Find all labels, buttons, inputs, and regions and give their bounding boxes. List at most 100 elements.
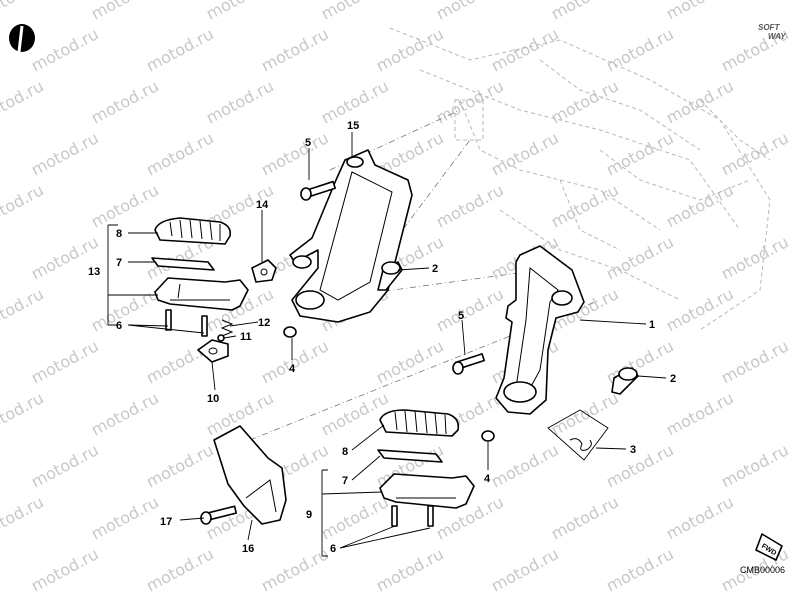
part-17-bolt <box>200 505 238 525</box>
watermark-text: motod.ru <box>203 0 277 24</box>
callout-8-upper: 8 <box>116 228 122 240</box>
watermark-text: motod.ru <box>0 284 47 335</box>
watermark-text: motod.ru <box>203 76 277 127</box>
brand-mark-icon <box>9 24 35 53</box>
watermark-text: motod.ru <box>0 0 47 24</box>
watermark-text: motod.ru <box>258 544 332 595</box>
watermark-text: motod.ru <box>28 336 102 387</box>
watermark-text: motod.ru <box>143 128 217 179</box>
part-1-passenger-footrest-bracket <box>495 245 585 415</box>
part-5-bolt-lower <box>452 353 486 375</box>
callout-17: 17 <box>160 516 172 528</box>
callout-2-lower: 2 <box>670 373 676 385</box>
watermark-text: motod.ru <box>258 24 332 75</box>
part-2-pin-upper <box>377 261 403 291</box>
part-12-spring <box>220 319 234 337</box>
callout-10: 10 <box>207 393 219 405</box>
watermark-text: motod.ru <box>88 284 162 335</box>
callout-9: 9 <box>306 509 312 521</box>
watermark-text: motod.ru <box>603 24 677 75</box>
callout-4-upper: 4 <box>289 363 296 375</box>
watermark-text: motod.ru <box>663 388 737 439</box>
watermark-text: motod.ru <box>88 0 162 24</box>
rider-footpeg-assembly <box>151 217 249 311</box>
watermark-text: motod.ru <box>373 24 447 75</box>
watermark-text: motod.ru <box>548 492 622 543</box>
watermark-text: motod.ru <box>143 440 217 491</box>
watermark-text: motod.ru <box>318 0 392 24</box>
part-16-heel-guard <box>213 425 287 525</box>
watermark-text: motod.ru <box>28 544 102 595</box>
logo-line-2: WAY <box>768 32 786 41</box>
watermark-text: motod.ru <box>718 232 792 283</box>
watermark-text: motod.ru <box>88 492 162 543</box>
watermark-text: motod.ru <box>258 336 332 387</box>
watermark-text: motod.ru <box>548 0 622 24</box>
watermark-text: motod.ru <box>603 544 677 595</box>
callout-13: 13 <box>88 266 100 278</box>
watermark-text: motod.ru <box>88 76 162 127</box>
watermark-text: motod.ru <box>143 24 217 75</box>
watermark-text: motod.ru <box>663 0 737 24</box>
watermark-text: motod.ru <box>258 128 332 179</box>
callout-1: 1 <box>649 319 655 331</box>
callout-labels: 15 5 14 2 8 7 13 6 12 11 10 4 1 5 2 3 4 … <box>88 120 676 555</box>
watermark-text: motod.ru <box>488 440 562 491</box>
callout-2-upper: 2 <box>432 263 438 275</box>
frame-outline-ghost <box>389 27 771 331</box>
watermark-text: motod.ru <box>433 180 507 231</box>
watermark-text: motod.ru <box>718 128 792 179</box>
callout-3: 3 <box>630 444 636 456</box>
watermark-text: motod.ru <box>603 128 677 179</box>
drawing-code: CMB00006 <box>740 565 785 575</box>
watermark-text: motod.ru <box>603 440 677 491</box>
part-11-detent-ball <box>217 334 225 342</box>
callout-5-upper: 5 <box>305 137 311 149</box>
watermark-text: motod.ru <box>663 492 737 543</box>
watermark-text: motod.ru <box>28 440 102 491</box>
part-6-screws-upper <box>165 309 208 337</box>
watermark-text: motod.ru <box>718 440 792 491</box>
watermark-text: motod.ru <box>0 76 47 127</box>
callout-7-upper: 7 <box>116 257 122 269</box>
watermark-text: motod.ru <box>0 388 47 439</box>
watermark-text: motod.ru <box>488 24 562 75</box>
part-4-clip-lower <box>481 430 495 442</box>
watermark-text: motod.ru <box>88 180 162 231</box>
callout-16: 16 <box>242 543 254 555</box>
callout-12: 12 <box>258 317 270 329</box>
part-6-screws-lower <box>391 505 434 527</box>
watermark-text: motod.ru <box>88 388 162 439</box>
callout-11: 11 <box>240 331 252 343</box>
watermark-text: motod.ru <box>373 544 447 595</box>
callout-4-lower: 4 <box>484 473 491 485</box>
watermark-text: motod.ru <box>28 24 102 75</box>
watermark-text: motod.ru <box>433 284 507 335</box>
watermark-text: motod.ru <box>663 180 737 231</box>
softway-logo: SOFT WAY <box>758 23 786 41</box>
leader-lines <box>107 132 667 557</box>
watermark-text: motod.ru <box>603 232 677 283</box>
watermark-text: motod.ru <box>433 0 507 24</box>
watermark-text: motod.ru <box>663 76 737 127</box>
part-5-bolt-upper <box>300 180 336 201</box>
part-3-spring <box>547 409 609 461</box>
callout-15: 15 <box>347 120 359 132</box>
watermark-text: motod.ru <box>28 128 102 179</box>
watermark-text: motod.ru <box>433 76 507 127</box>
callout-8-lower: 8 <box>342 446 348 458</box>
watermark-text: motod.ru <box>373 336 447 387</box>
watermark-text: motod.ru <box>488 128 562 179</box>
logo-line-1: SOFT <box>758 23 780 32</box>
callout-6-upper: 6 <box>116 320 122 332</box>
part-10-plate <box>197 339 229 363</box>
passenger-footpeg-assembly <box>377 409 475 509</box>
part-14-plate <box>251 259 277 283</box>
callout-6-lower: 6 <box>330 543 336 555</box>
watermark-text: motod.ru <box>718 336 792 387</box>
callout-5-lower: 5 <box>458 310 464 322</box>
watermark-text: motod.ru <box>548 388 622 439</box>
watermark-text: motod.ru <box>0 492 47 543</box>
watermark-text: motod.ru <box>488 544 562 595</box>
